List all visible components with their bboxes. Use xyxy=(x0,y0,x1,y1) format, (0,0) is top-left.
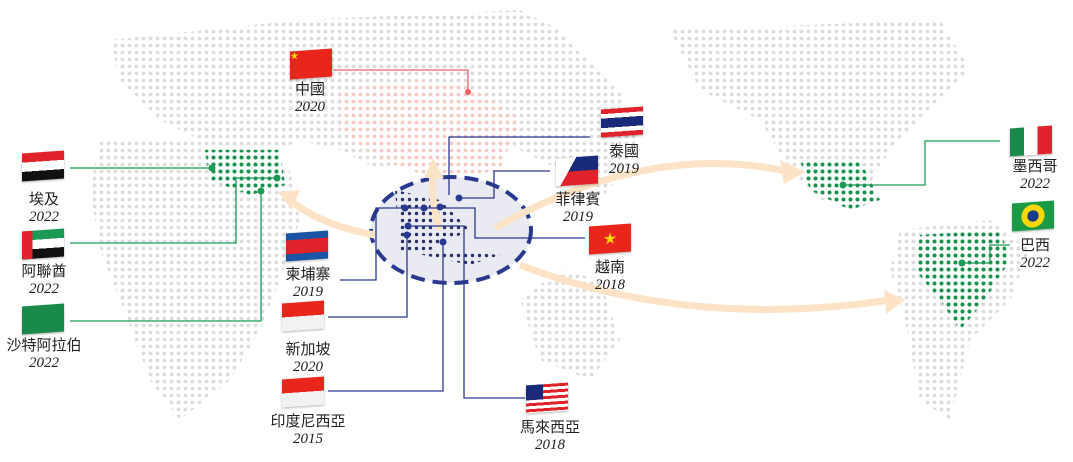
malaysia-flag xyxy=(526,382,568,414)
country-name: 墨西哥 xyxy=(1012,157,1058,175)
country-name: 菲律賓 xyxy=(555,190,601,208)
entry-year: 2022 xyxy=(29,355,59,371)
entry-year: 2022 xyxy=(29,209,59,225)
thailand-flag xyxy=(601,106,643,138)
vietnam-flag: ★ xyxy=(589,223,631,255)
country-name: 柬埔寨 xyxy=(285,265,331,283)
country-name: 巴西 xyxy=(1019,236,1050,254)
cambodia-flag xyxy=(286,230,328,262)
entry-year: 2019 xyxy=(563,209,593,225)
entry-year: 2020 xyxy=(293,359,323,375)
china-flag: ★ xyxy=(290,48,332,80)
entry-year: 2022 xyxy=(1020,176,1050,192)
country-name: 沙特阿拉伯 xyxy=(6,336,82,354)
singapore-flag xyxy=(282,300,324,332)
land-dots xyxy=(90,10,1030,420)
entry-year: 2018 xyxy=(535,437,565,453)
entry-year: 2020 xyxy=(295,99,325,115)
country-name: 馬來西亞 xyxy=(519,418,580,436)
country-name: 越南 xyxy=(594,258,625,276)
country-name: 新加坡 xyxy=(285,340,331,358)
country-name: 印度尼西亞 xyxy=(270,412,346,430)
country-name: 中國 xyxy=(294,80,325,98)
mexico-flag xyxy=(1010,125,1052,157)
country-name: 埃及 xyxy=(28,190,59,208)
entry-year: 2022 xyxy=(29,281,59,297)
saudi-flag xyxy=(22,303,64,335)
egypt-flag xyxy=(22,150,64,182)
entry-year: 2015 xyxy=(293,431,323,447)
country-name: 阿聯酋 xyxy=(21,262,67,280)
brazil-flag xyxy=(1012,200,1054,232)
entry-year: 2019 xyxy=(293,284,323,300)
country-name: 泰國 xyxy=(608,142,639,160)
indonesia-flag xyxy=(282,376,324,408)
entry-year: 2019 xyxy=(609,161,639,177)
entry-year: 2018 xyxy=(595,277,625,293)
entry-year: 2022 xyxy=(1020,255,1050,271)
uae-flag xyxy=(22,228,64,260)
